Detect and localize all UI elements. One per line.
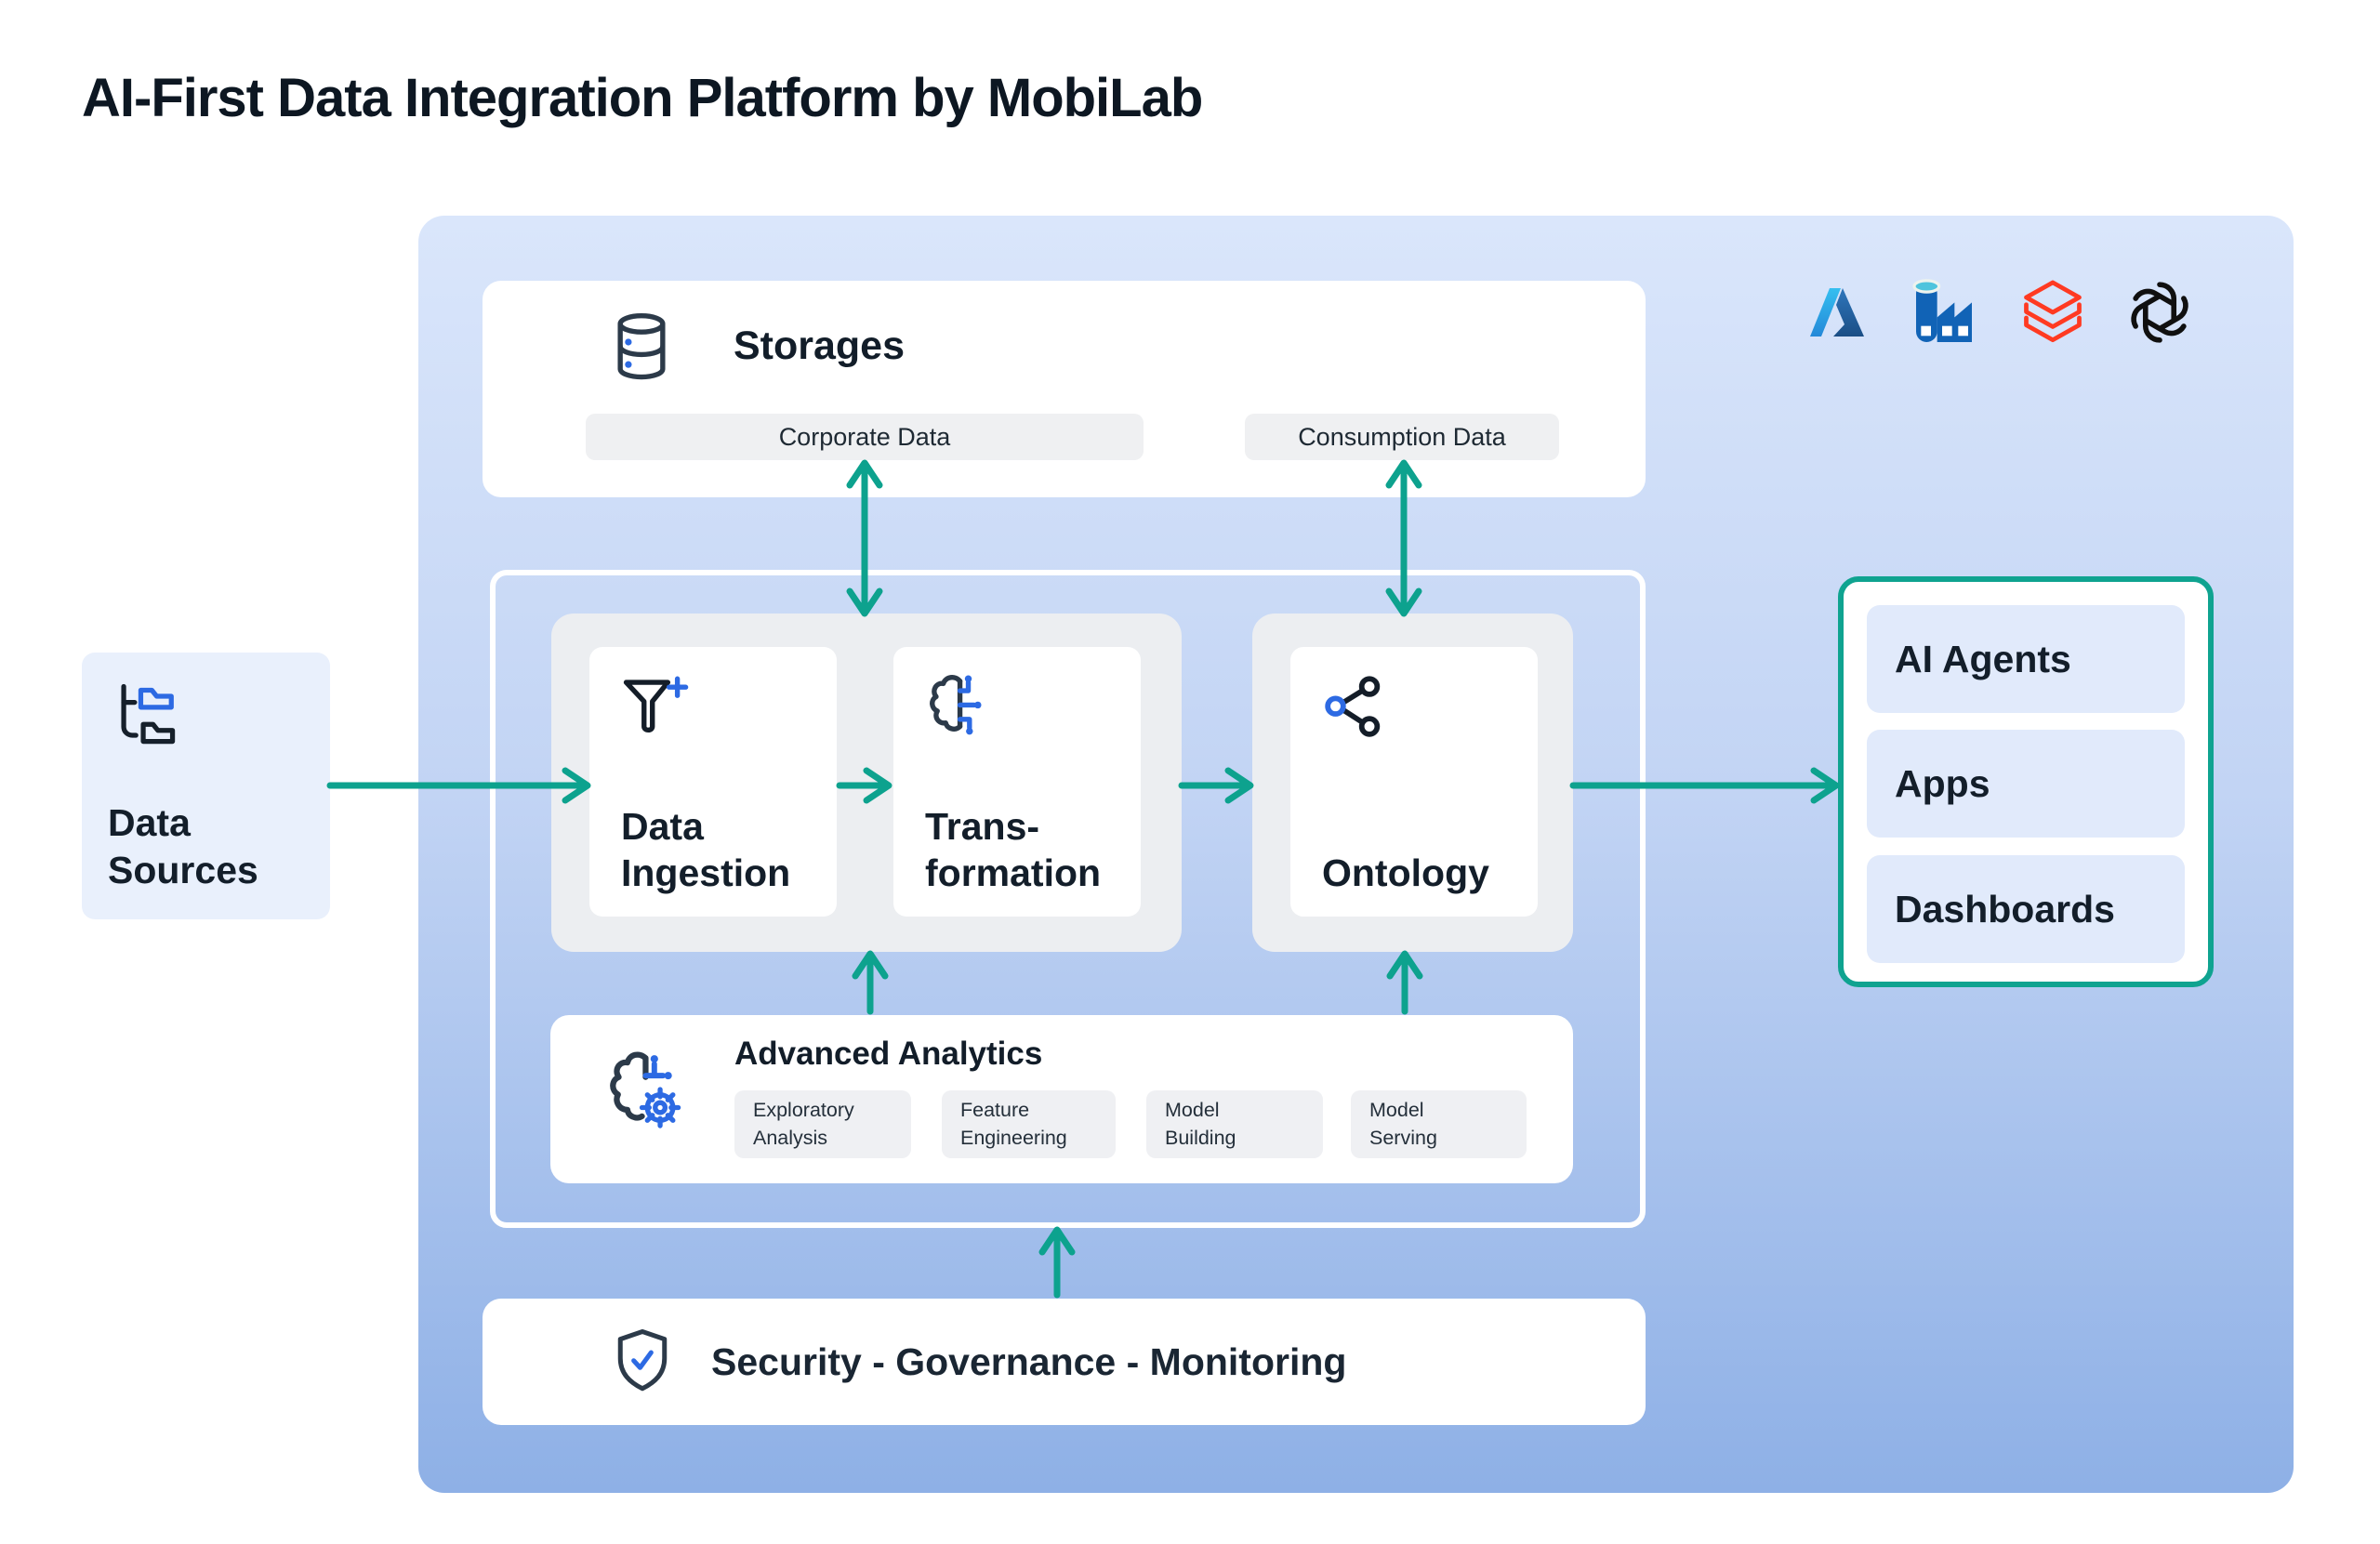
data-ingestion-card: Data Ingestion [589,647,837,917]
partner-logos [1807,275,2196,354]
consumption-data-chip: Consumption Data [1245,414,1559,460]
database-icon [602,308,681,392]
dashboards-row: Dashboards [1867,855,2185,963]
processing-container [490,570,1646,1228]
model-serving-chip: Model Serving [1351,1090,1527,1158]
brain-circuit-icon [919,669,996,750]
feature-engineering-chip: Feature Engineering [942,1090,1116,1158]
ontology-card: Ontology [1290,647,1538,917]
outputs-box: AI Agents Apps Dashboards [1838,576,2214,987]
ai-agents-row: AI Agents [1867,605,2185,713]
model-building-chip: Model Building [1146,1090,1323,1158]
azure-data-factory-logo [1902,275,1982,354]
shield-check-icon [605,1323,680,1405]
page-title: AI-First Data Integration Platform by Mo… [82,68,1203,128]
storages-title: Storages [734,323,906,368]
corporate-data-chip: Corporate Data [586,414,1144,460]
brain-gear-icon [601,1039,694,1157]
data-sources-box: Data Sources [82,653,330,919]
security-box: Security - Governance - Monitoring [483,1299,1646,1425]
ontology-label: Ontology [1322,851,1489,894]
security-label: Security - Governance - Monitoring [711,1339,1347,1383]
exploratory-analysis-chip: Exploratory Analysis [734,1090,911,1158]
advanced-analytics-title: Advanced Analytics [734,1036,1043,1072]
databricks-logo [2017,276,2088,353]
transformation-label: Trans- formation [925,804,1102,894]
network-nodes-icon [1316,669,1393,750]
storages-box: Storages Corporate Data Consumption Data [483,281,1646,497]
folder-tree-icon [108,677,186,759]
data-ingestion-label: Data Ingestion [621,804,791,894]
apps-row: Apps [1867,730,2185,838]
funnel-plus-icon [615,669,692,750]
advanced-analytics-box: Advanced Analytics Exploratory Analysis … [550,1015,1573,1183]
openai-logo [2123,276,2196,353]
data-sources-label: Data Sources [108,801,258,892]
azure-logo [1807,276,1867,353]
transformation-card: Trans- formation [893,647,1141,917]
